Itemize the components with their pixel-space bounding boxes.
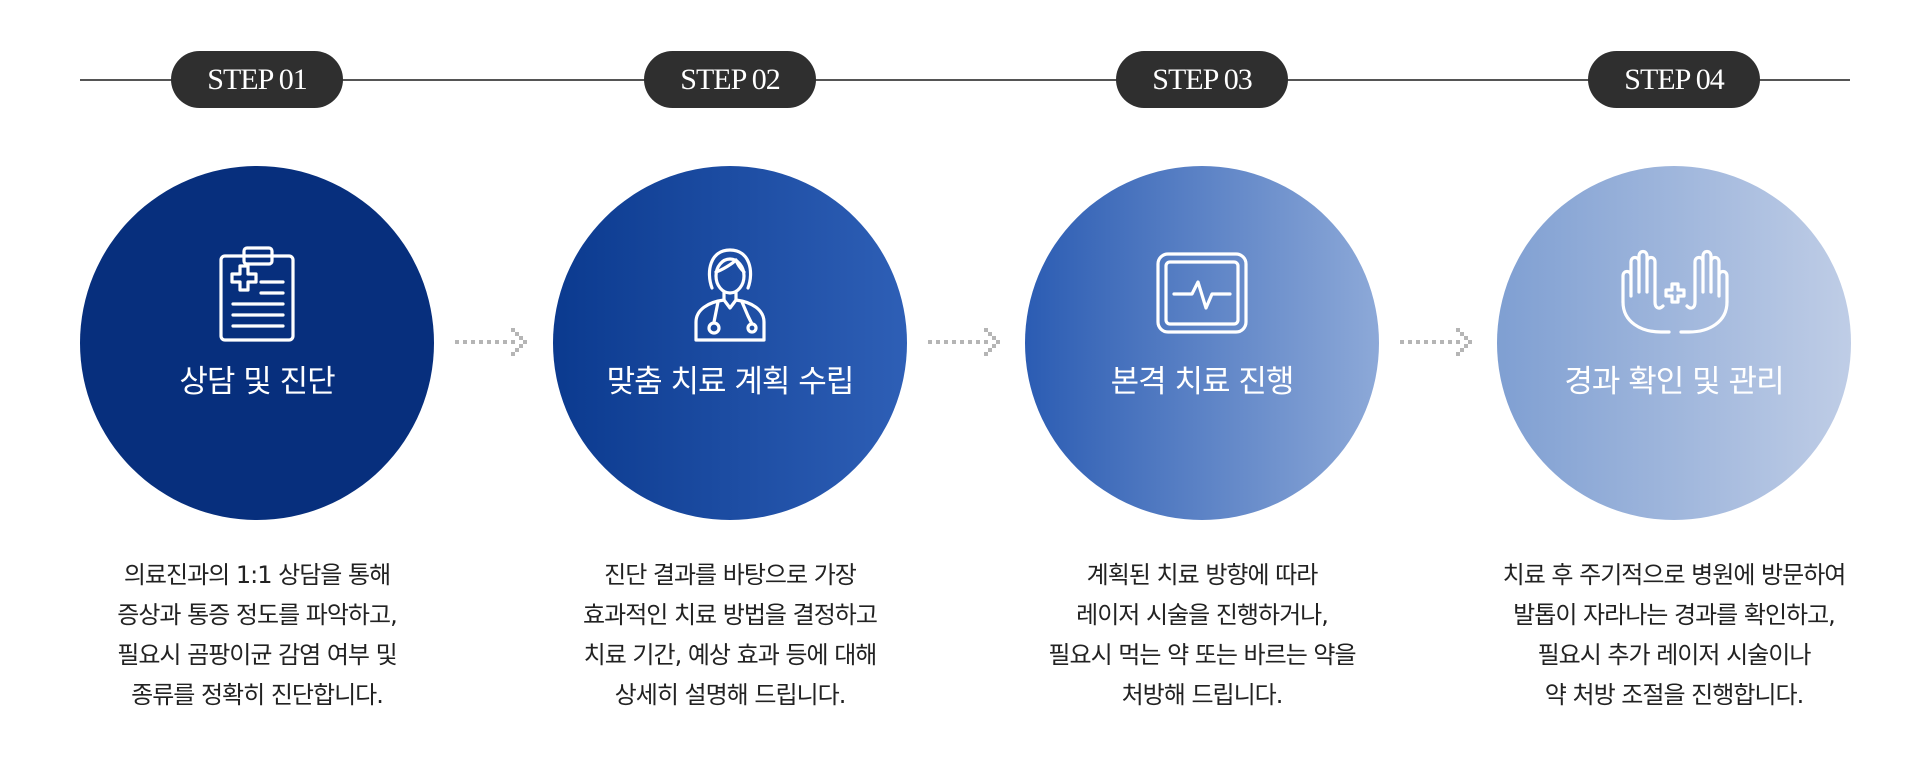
step-description: 치료 후 주기적으로 병원에 방문하여 발톱이 자라나는 경과를 확인하고, 필… — [1457, 555, 1891, 715]
step-title: 상담 및 진단 — [179, 364, 335, 400]
description-line: 레이저 시술을 진행하거나, — [1076, 601, 1329, 629]
step-2: STEP 02 맞춤 치료 계획 수립 진단 결과를 바탕으로 가장 효과적인 … — [553, 0, 913, 765]
description-line: 처방해 드립니다. — [1121, 681, 1284, 709]
step-title: 본격 치료 진행 — [1110, 364, 1295, 400]
dotted-arrow-icon — [928, 328, 1000, 356]
description-line: 발톱이 자라나는 경과를 확인하고, — [1513, 601, 1836, 629]
step-1: STEP 01 상담 및 진단 의료진과의 1:1 상담을 통해 증상과 통증 … — [80, 0, 440, 765]
description-line: 필요시 추가 레이저 시술이나 — [1537, 641, 1812, 669]
step-4: STEP 04 경과 확인 및 관리 치료 후 주기적으로 병원에 방문하여 발… — [1497, 0, 1857, 765]
step-circle — [1497, 166, 1851, 520]
description-line: 계획된 치료 방향에 따라 — [1086, 561, 1319, 589]
heart-monitor-icon — [1156, 252, 1248, 334]
step-description: 진단 결과를 바탕으로 가장 효과적인 치료 방법을 결정하고 치료 기간, 예… — [513, 555, 947, 715]
step-title: 경과 확인 및 관리 — [1564, 364, 1784, 400]
step-badge: STEP 03 — [1116, 51, 1288, 108]
description-line: 필요시 곰팡이균 감염 여부 및 — [117, 641, 397, 669]
step-circle — [80, 166, 434, 520]
description-line: 진단 결과를 바탕으로 가장 — [604, 561, 857, 589]
doctor-icon — [694, 248, 766, 342]
step-badge: STEP 02 — [644, 51, 816, 108]
description-line: 치료 후 주기적으로 병원에 방문하여 — [1502, 561, 1847, 589]
description-line: 종류를 정확히 진단합니다. — [131, 681, 384, 709]
step-badge: STEP 01 — [171, 51, 343, 108]
description-line: 필요시 먹는 약 또는 바르는 약을 — [1048, 641, 1356, 669]
description-line: 의료진과의 1:1 상담을 통해 — [123, 561, 391, 589]
step-circle — [553, 166, 907, 520]
description-line: 상세히 설명해 드립니다. — [614, 681, 847, 709]
step-title: 맞춤 치료 계획 수립 — [606, 364, 855, 400]
description-line: 효과적인 치료 방법을 결정하고 — [583, 601, 878, 629]
step-3: STEP 03 본격 치료 진행 계획된 치료 방향에 따라 레이저 시술을 진… — [1025, 0, 1385, 765]
step-description: 계획된 치료 방향에 따라 레이저 시술을 진행하거나, 필요시 먹는 약 또는… — [985, 555, 1419, 715]
description-line: 증상과 통증 정도를 파악하고, — [117, 601, 397, 629]
step-description: 의료진과의 1:1 상담을 통해 증상과 통증 정도를 파악하고, 필요시 곰팡… — [40, 555, 474, 715]
step-badge: STEP 04 — [1588, 51, 1760, 108]
dotted-arrow-icon — [455, 328, 527, 356]
caring-hands-icon — [1621, 249, 1729, 334]
dotted-arrow-icon — [1400, 328, 1472, 356]
description-line: 약 처방 조절을 진행합니다. — [1544, 681, 1804, 709]
description-line: 치료 기간, 예상 효과 등에 대해 — [583, 641, 878, 669]
clipboard-medical-icon — [219, 246, 295, 342]
timeline-line — [80, 79, 1850, 81]
step-circle — [1025, 166, 1379, 520]
